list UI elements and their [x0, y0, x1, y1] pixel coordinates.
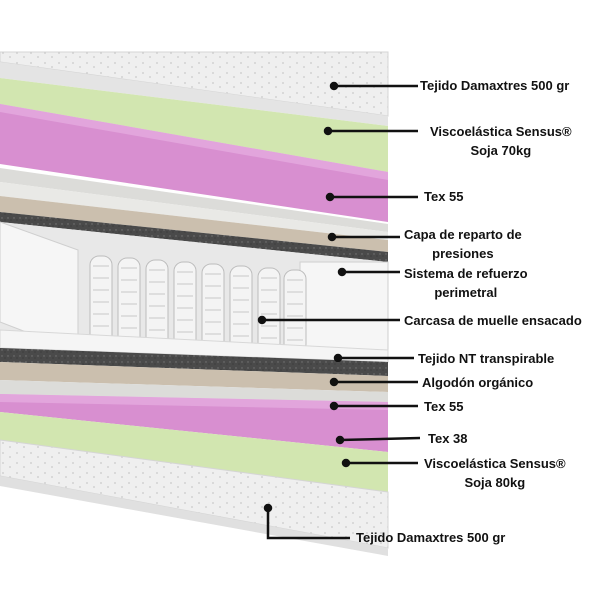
label-carcasa: Carcasa de muelle ensacado — [404, 313, 582, 328]
top-pink-foam-layer — [0, 104, 388, 222]
pointer-lines — [257, 81, 421, 540]
pointer-dot-capa-reparto — [327, 232, 337, 242]
pointer-dot-tejido-bottom — [263, 503, 273, 513]
spring-pocket — [201, 263, 225, 351]
spring-pocket — [117, 257, 141, 348]
pointer-tejido-bottom — [266, 508, 350, 540]
pointer-dot-sistema-refuerzo — [337, 267, 347, 277]
perimeter-block-right — [299, 261, 389, 355]
pointer-dot-carcasa — [257, 315, 267, 325]
top-tex55-layer — [0, 168, 388, 232]
pocket-springs — [89, 255, 307, 354]
label-tex55-top: Tex 55 — [424, 189, 464, 204]
bottom-pink-foam-shade — [0, 394, 388, 410]
pointer-dot-tex55-bottom — [329, 401, 339, 411]
label-tejido-nt: Tejido NT transpirable — [418, 351, 555, 366]
spring-core — [0, 221, 389, 355]
bottom-fabric-base — [0, 476, 388, 556]
bottom-cotton-layer — [0, 362, 388, 392]
spring-pocket — [173, 261, 197, 350]
top-cotton-layer — [0, 196, 388, 252]
bottom-green-visco-layer — [0, 412, 388, 492]
label-algodon: Algodón orgánico — [422, 375, 534, 390]
top-layers — [0, 51, 389, 262]
spring-pocket — [229, 265, 253, 352]
top-green-visco-layer — [0, 78, 388, 172]
spring-pocket — [283, 269, 307, 354]
bottom-tex55-layer — [0, 380, 388, 402]
pointer-dot-tejido-nt — [333, 353, 343, 363]
label-capa-reparto: Capa de reparto de presiones — [404, 227, 522, 261]
label-sistema-refuerzo: Sistema de refuerzo perimetral — [404, 266, 528, 300]
bottom-pink-foam-layer — [0, 394, 388, 452]
label-tejido-top: Tejido Damaxtres 500 gr — [420, 78, 570, 93]
label-tex55-bottom: Tex 55 — [424, 399, 464, 414]
pointer-dot-tex38 — [335, 435, 345, 445]
pointer-dot-visco-top — [323, 126, 333, 136]
top-fabric-edge — [0, 62, 388, 126]
label-tex38: Tex 38 — [428, 431, 468, 446]
top-tex55-body — [0, 182, 388, 240]
pointer-dot-tex55-top — [325, 192, 335, 202]
pointer-dot-algodon — [329, 377, 339, 387]
pointer-dot-tejido-top — [329, 81, 339, 91]
pointer-tex38 — [339, 436, 421, 442]
label-visco-top: Viscoelástica Sensus® Soja 70kg — [430, 124, 572, 158]
spring-pocket — [89, 255, 113, 347]
top-pink-foam-shade — [0, 104, 388, 180]
label-tejido-bottom: Tejido Damaxtres 500 gr — [356, 530, 506, 545]
spring-pocket — [145, 259, 169, 349]
bottom-layers — [0, 329, 389, 556]
pointer-dot-visco-bottom — [341, 458, 351, 468]
label-visco-bottom: Viscoelástica Sensus® Soja 80kg — [424, 456, 566, 490]
top-felt-layer — [0, 212, 388, 262]
spring-pocket — [257, 267, 281, 353]
bottom-felt-layer — [0, 348, 388, 376]
